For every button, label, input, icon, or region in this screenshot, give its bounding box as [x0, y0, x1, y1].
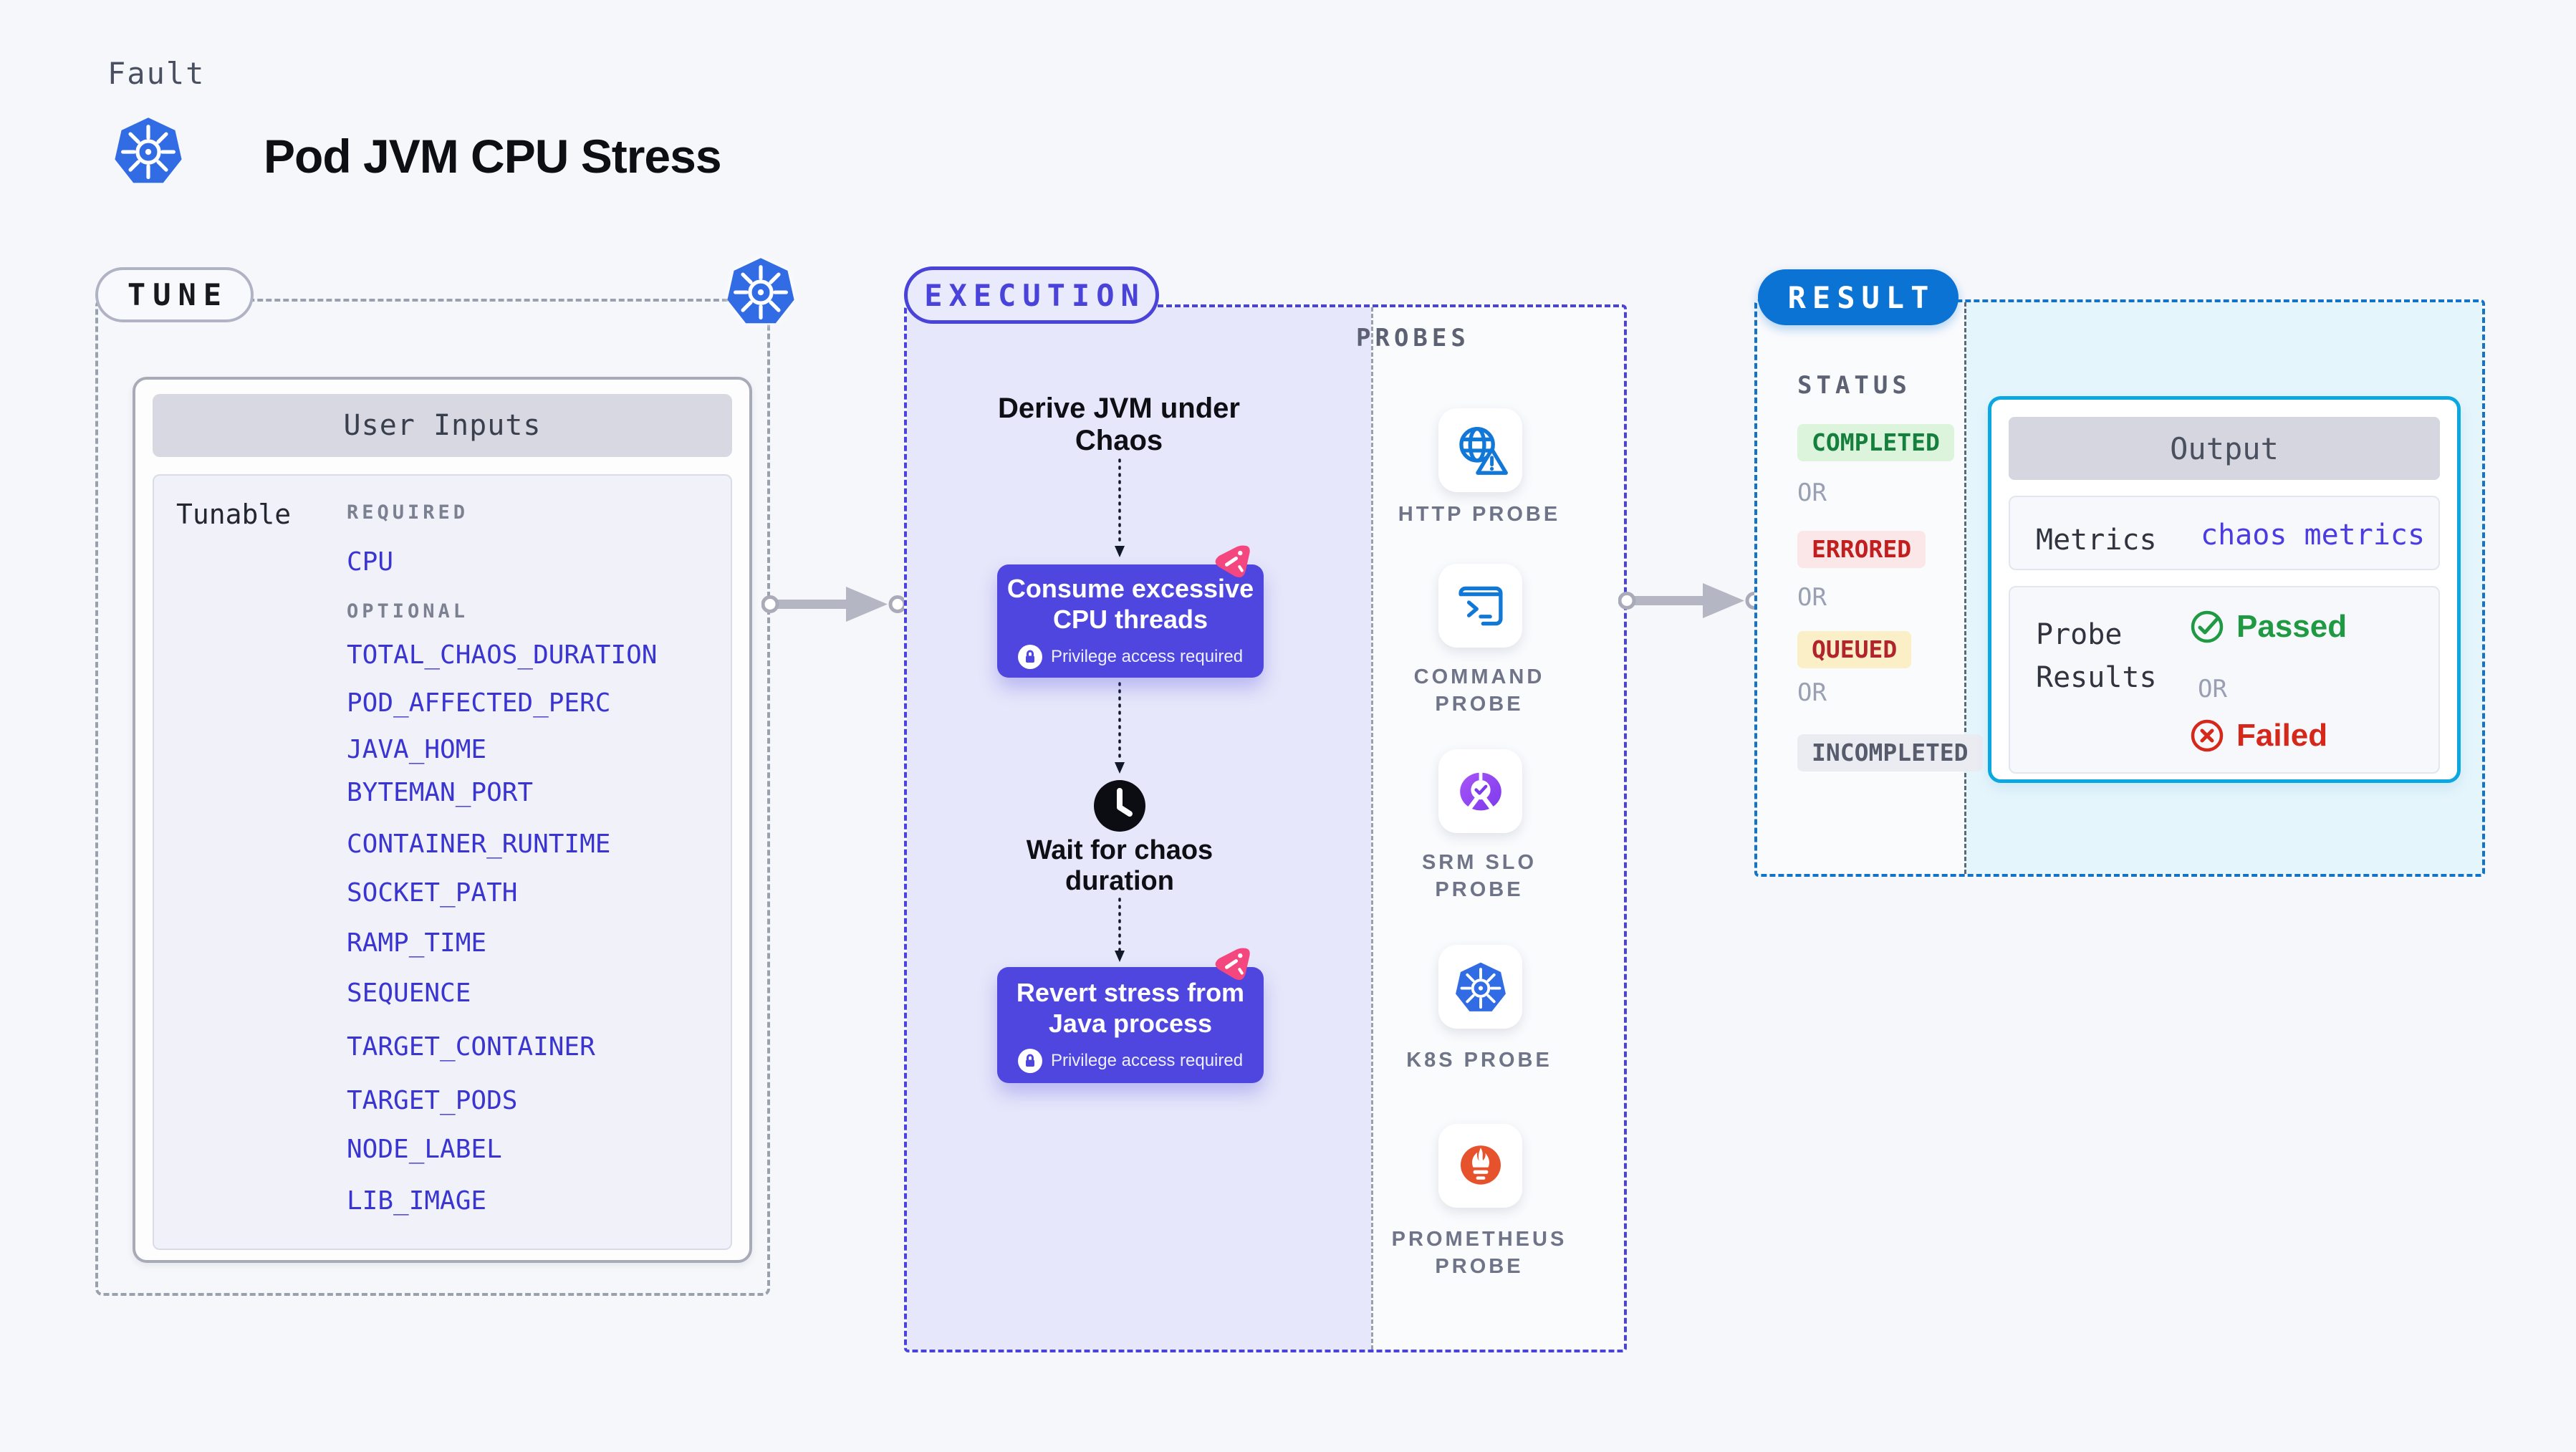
metrics-value: chaos metrics: [2201, 519, 2426, 552]
failed-label: Failed: [2236, 718, 2328, 753]
privilege-note: Privilege access required: [1050, 1051, 1244, 1071]
privilege-row: Privilege access required: [1017, 1049, 1244, 1074]
probe-tile-http: [1438, 408, 1522, 492]
probe-label: HTTP PROBE: [1398, 503, 1561, 526]
passed-check-icon: [2191, 610, 2224, 643]
tunable-item: TARGET_PODS: [347, 1086, 518, 1115]
probe-label: PROMETHEUS PROBE: [1391, 1228, 1567, 1278]
http-probe-icon: [1458, 426, 1508, 475]
litmus-icon: [1211, 943, 1252, 984]
kubernetes-icon: [724, 252, 798, 330]
page-title: Pod JVM CPU Stress: [264, 130, 722, 183]
tunable-item: NODE_LABEL: [347, 1135, 502, 1164]
probes-label: PROBES: [1356, 324, 1470, 352]
status-badge-queued: QUEUED: [1797, 631, 1912, 668]
user-inputs-header: User Inputs: [153, 394, 732, 457]
probe-tile-command: [1438, 564, 1522, 648]
probe-label: SRM SLO PROBE: [1421, 851, 1537, 901]
tunable-item: CPU: [347, 547, 394, 577]
probe-label: COMMAND PROBE: [1413, 665, 1545, 716]
execution-chip: EXECUTION: [904, 266, 1159, 324]
result-chip-label: RESULT: [1787, 279, 1936, 315]
status-badge-errored: ERRORED: [1797, 531, 1926, 568]
srm-slo-probe-icon: [1459, 770, 1501, 811]
tunable-item: CONTAINER_RUNTIME: [347, 830, 611, 859]
command-probe-icon: [1458, 586, 1503, 625]
step-card-title: Consume excessive CPU threads: [1006, 573, 1254, 634]
output-title: Output: [2170, 431, 2279, 466]
tunable-item: TOTAL_CHAOS_DURATION: [347, 640, 658, 670]
flow-arrow-down-icon: [1115, 898, 1125, 962]
tunable-item: SOCKET_PATH: [347, 878, 518, 908]
probes-separator: [1371, 307, 1373, 1350]
tune-panel: [95, 299, 770, 1296]
result-separator: [1964, 302, 1966, 874]
lock-icon: [1017, 1049, 1042, 1074]
or-label: OR: [1797, 583, 1827, 612]
metrics-row: Metrics chaos metrics: [2009, 496, 2440, 570]
probe-tile-prometheus: [1438, 1124, 1522, 1208]
step-derive-jvm: Derive JVM under Chaos: [998, 393, 1240, 456]
output-header: Output: [2009, 417, 2440, 480]
privilege-row: Privilege access required: [1017, 645, 1244, 670]
tunables-list: Tunable REQUIRED CPU OPTIONAL TOTAL_CHAO…: [153, 474, 732, 1250]
tunable-item: JAVA_HOME: [347, 735, 487, 764]
step-wait: Wait for chaos duration: [1026, 835, 1213, 896]
flow-arrow-down-icon: [1115, 458, 1125, 557]
execution-chip-label: EXECUTION: [924, 277, 1145, 313]
tunable-item: RAMP_TIME: [347, 928, 487, 958]
passed-label: Passed: [2236, 609, 2347, 644]
tune-to-execution-arrow: [761, 582, 906, 626]
output-card: Output Metrics chaos metrics Probe Resul…: [1988, 396, 2461, 783]
prometheus-probe-icon: [1460, 1145, 1501, 1185]
tunable-row-label: Tunable: [176, 499, 292, 530]
litmus-icon: [1211, 541, 1252, 582]
tunable-item: SEQUENCE: [347, 979, 471, 1008]
step-card-revert-stress: Revert stress from Java process Privileg…: [997, 967, 1264, 1083]
probe-results-label: Probe Results: [2036, 618, 2157, 694]
probe-results-row: Probe Results Passed OR Failed: [2009, 586, 2440, 774]
execution-flow-area: [907, 307, 1371, 1350]
passed-row: Passed: [2189, 609, 2347, 645]
tunable-item: LIB_IMAGE: [347, 1186, 487, 1216]
failed-x-icon: [2191, 719, 2224, 752]
fault-kicker: Fault: [107, 56, 206, 91]
status-label: STATUS: [1797, 371, 1911, 400]
clock-icon: [1094, 780, 1145, 832]
lock-icon: [1017, 645, 1042, 670]
status-badge-completed: COMPLETED: [1797, 424, 1954, 461]
or-label: OR: [2198, 675, 2227, 703]
step-card-title: Revert stress from Java process: [1016, 977, 1245, 1038]
tunable-item: POD_AFFECTED_PERC: [347, 688, 611, 718]
failed-row: Failed: [2189, 718, 2327, 754]
optional-group-label: OPTIONAL: [347, 600, 469, 622]
or-label: OR: [1797, 479, 1827, 507]
flow-arrow-down-icon: [1115, 682, 1125, 774]
or-label: OR: [1797, 678, 1827, 707]
metrics-label: Metrics: [2036, 524, 2157, 557]
step-card-consume-cpu: Consume excessive CPU threads Privilege …: [997, 564, 1264, 678]
probe-tile-srm-slo: [1438, 749, 1522, 833]
k8s-probe-icon: [1453, 961, 1507, 1013]
required-group-label: REQUIRED: [347, 501, 469, 524]
tunable-item: BYTEMAN_PORT: [347, 778, 534, 807]
tune-chip-label: TUNE: [127, 277, 229, 312]
execution-to-result-arrow: [1618, 579, 1763, 622]
tunable-item: TARGET_CONTAINER: [347, 1032, 595, 1062]
probe-tile-k8s: [1438, 945, 1522, 1029]
status-badge-incompleted: INCOMPLETED: [1797, 734, 1983, 771]
user-inputs-card: User Inputs Tunable REQUIRED CPU OPTIONA…: [133, 377, 752, 1263]
probe-label: K8S PROBE: [1406, 1049, 1552, 1072]
tune-chip: TUNE: [95, 267, 254, 322]
result-chip: RESULT: [1758, 269, 1959, 325]
kubernetes-icon: [111, 113, 186, 188]
privilege-note: Privilege access required: [1050, 647, 1244, 667]
user-inputs-title: User Inputs: [343, 409, 542, 442]
